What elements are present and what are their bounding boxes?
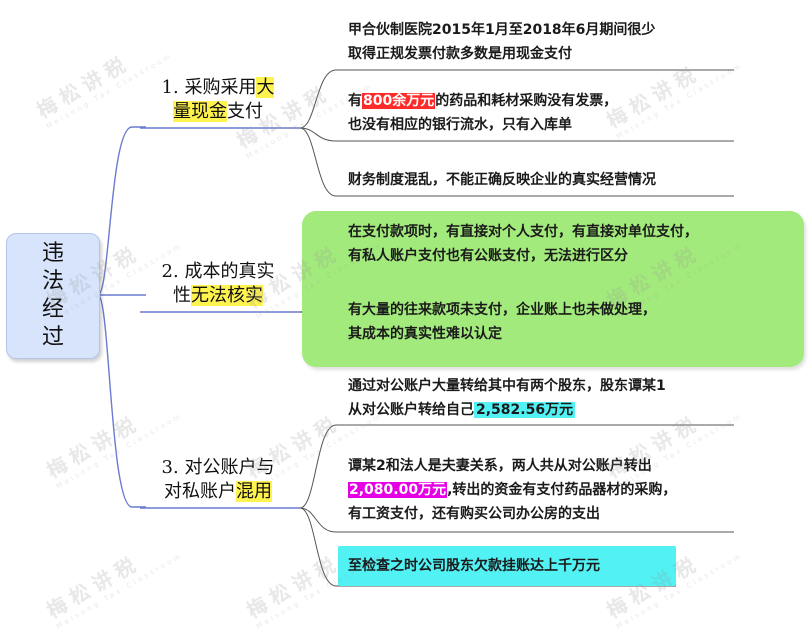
leaf-text: 其成本的真实性难以认定 — [348, 326, 502, 342]
leaf-text: 有大量的往来款项未支付，企业账上也未做处理， — [348, 302, 656, 318]
connector-b3-leaf-2 — [299, 507, 734, 533]
leaf-line: 有工资支付，还有购买公司办公房的支出 — [348, 502, 676, 526]
leaf-text: 有 — [348, 93, 362, 109]
leaf-line: 至检查之时公司股东欠款挂账达上千万元 — [348, 554, 600, 578]
connector-root-branch-1 — [97, 126, 146, 296]
branch-label-line: 量现金支付 — [138, 100, 298, 124]
connector-b3-leaf-1 — [299, 424, 734, 509]
branch-label-highlight: 无法核实 — [191, 285, 263, 306]
leaf-text: ,转出的资金有支付药品器材的采购， — [447, 482, 677, 498]
leaf-text: 在支付款项时，有直接对个人支付，有直接对单位支付， — [348, 224, 698, 240]
branch-2-highlight-panel — [302, 211, 804, 367]
connector-root-branch-3 — [97, 294, 146, 508]
branch-label-text: 3. 对公账户与 — [161, 457, 275, 478]
branch-1-leaf-1[interactable]: 甲合伙制医院2015年1月至2018年6月期间很少取得正规发票付款多数是用现金支… — [348, 18, 655, 66]
leaf-line: 2,080.00万元,转出的资金有支付药品器材的采购， — [348, 478, 676, 502]
leaf-highlight: 2,080.00万元 — [348, 482, 448, 498]
leaf-text: 有工资支付，还有购买公司办公房的支出 — [348, 506, 600, 522]
leaf-line: 谭某2和法人是夫妻关系，两人共从对公账户转出 — [348, 454, 676, 478]
leaf-text: 谭某2和法人是夫妻关系，两人共从对公账户转出 — [348, 458, 652, 474]
branch-label-line: 3. 对公账户与 — [138, 456, 298, 480]
connector-b3-leaf-3 — [299, 507, 676, 587]
leaf-text: 从对公账户转给自己 — [348, 402, 474, 418]
connector-b1-leaf-2 — [299, 127, 734, 142]
leaf-text: 甲合伙制医院2015年1月至2018年6月期间很少 — [348, 22, 656, 38]
leaf-text: 通过对公账户大量转给其中有两个股东，股东谭某1 — [348, 378, 666, 394]
branch-label-highlight: 量现金 — [173, 101, 227, 122]
branch-label-line: 2. 成本的真实 — [138, 260, 298, 284]
leaf-text: 也没有相应的银行流水，只有入库单 — [348, 117, 572, 133]
leaf-line: 财务制度混乱，不能正确反映企业的真实经营情况 — [348, 168, 656, 192]
leaf-text: 取得正规发票付款多数是用现金支付 — [348, 46, 572, 62]
branch-label-text: 对私账户 — [164, 481, 236, 502]
leaf-line: 甲合伙制医院2015年1月至2018年6月期间很少 — [348, 18, 655, 42]
leaf-line: 在支付款项时，有直接对个人支付，有直接对单位支付， — [348, 220, 698, 244]
mind-map-canvas: 违法经过 1. 采购采用大量现金支付 2. 成本的真实性无法核实 3. 对公账户… — [6, 18, 804, 631]
leaf-line: 有大量的往来款项未支付，企业账上也未做处理， — [348, 298, 656, 322]
branch-label-text: 2. 成本的真实 — [161, 261, 275, 282]
branch-3-leaf-2[interactable]: 谭某2和法人是夫妻关系，两人共从对公账户转出 2,080.00万元,转出的资金有支… — [348, 454, 676, 526]
leaf-line: 有私人账户支付也有公账支付，无法进行区分 — [348, 244, 698, 268]
branch-1[interactable]: 1. 采购采用大量现金支付 — [138, 76, 298, 124]
leaf-highlight: 800余万元 — [362, 93, 436, 109]
branch-label-text: 性 — [173, 285, 191, 306]
leaf-line: 通过对公账户大量转给其中有两个股东，股东谭某1 — [348, 374, 666, 398]
branch-2-leaf-2[interactable]: 有大量的往来款项未支付，企业账上也未做处理， 其成本的真实性难以认定 — [348, 298, 656, 346]
root-label: 违法经过 — [41, 241, 64, 350]
branch-label-highlight: 混用 — [236, 481, 272, 502]
leaf-text: 至检查之时公司股东欠款挂账达上千万元 — [348, 558, 600, 574]
branch-label-highlight: 大 — [256, 77, 275, 98]
branch-label-text: 1. 采购采用 — [161, 77, 257, 98]
branch-label-line: 对私账户混用 — [138, 480, 298, 504]
leaf-text: 的药品和耗材采购没有发票， — [435, 93, 618, 109]
connector-b1-leaf-1 — [299, 69, 734, 129]
leaf-text: 有私人账户支付也有公账支付，无法进行区分 — [348, 248, 628, 264]
branch-label-line: 性无法核实 — [138, 284, 298, 308]
leaf-highlight: 2,582.56万元 — [474, 402, 576, 418]
connector-b1-leaf-3 — [299, 127, 734, 197]
leaf-line: 也没有相应的银行流水，只有入库单 — [348, 113, 617, 137]
branch-1-leaf-2[interactable]: 有800余万元的药品和耗材采购没有发票， 也没有相应的银行流水，只有入库单 — [348, 89, 617, 137]
leaf-line: 其成本的真实性难以认定 — [348, 322, 656, 346]
branch-1-leaf-3[interactable]: 财务制度混乱，不能正确反映企业的真实经营情况 — [348, 168, 656, 192]
branch-2-leaf-1[interactable]: 在支付款项时，有直接对个人支付，有直接对单位支付， 有私人账户支付也有公账支付，无… — [348, 220, 698, 268]
branch-3[interactable]: 3. 对公账户与对私账户混用 — [138, 456, 298, 504]
leaf-text: 财务制度混乱，不能正确反映企业的真实经营情况 — [348, 172, 656, 188]
branch-3-leaf-3-highlight-box — [338, 546, 676, 586]
root-node[interactable]: 违法经过 — [6, 233, 100, 359]
branch-label-text: 支付 — [227, 101, 263, 122]
leaf-line: 有800余万元的药品和耗材采购没有发票， — [348, 89, 617, 113]
leaf-line: 取得正规发票付款多数是用现金支付 — [348, 42, 655, 66]
branch-label-line: 1. 采购采用大 — [138, 76, 298, 100]
branch-2[interactable]: 2. 成本的真实性无法核实 — [138, 260, 298, 308]
branch-3-leaf-3[interactable]: 至检查之时公司股东欠款挂账达上千万元 — [348, 554, 600, 578]
